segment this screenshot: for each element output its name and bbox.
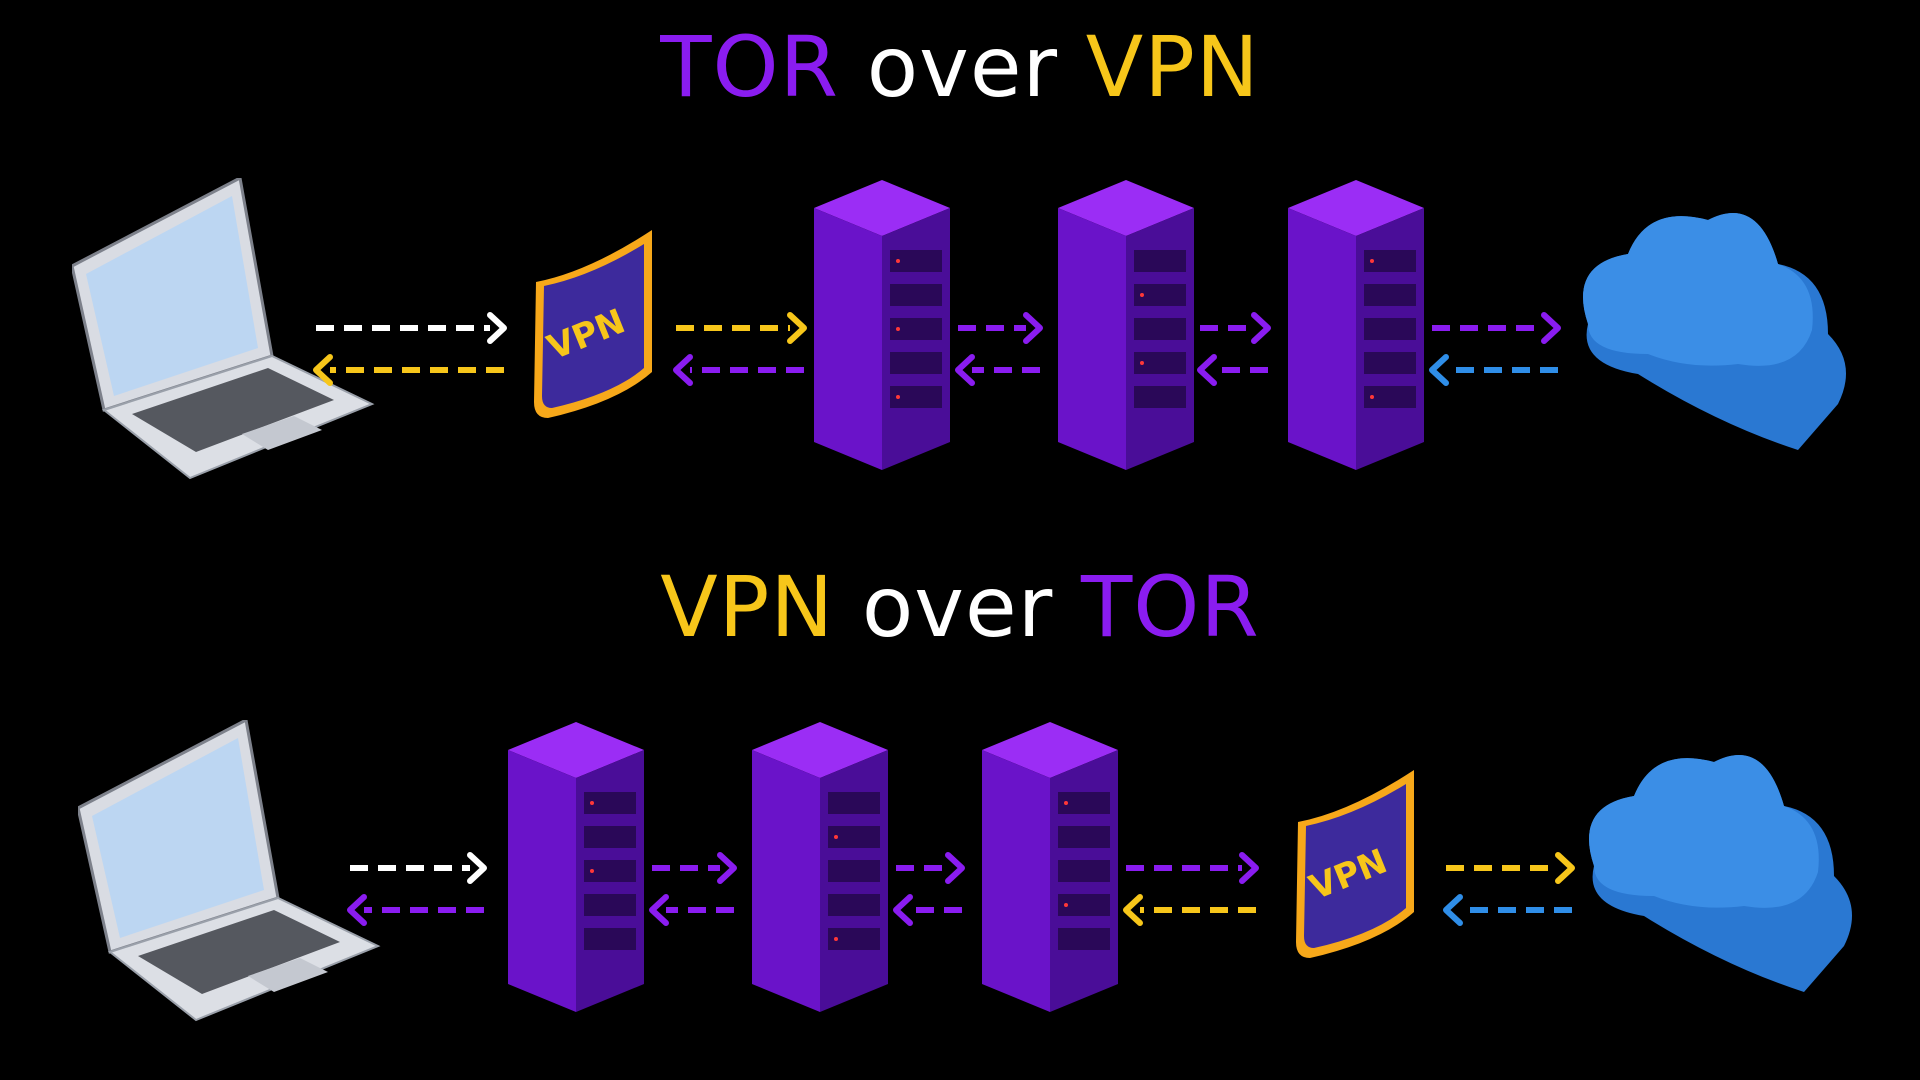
forward-arrow <box>1446 852 1575 884</box>
server-rack-icon <box>508 722 644 1012</box>
title-word-over: over <box>839 18 1086 116</box>
backward-arrow <box>1443 894 1572 926</box>
title-word-vpn: VPN <box>1085 18 1260 116</box>
forward-arrow <box>958 312 1043 344</box>
title-word-over: over <box>834 558 1081 656</box>
laptop-icon <box>72 178 375 480</box>
forward-arrow <box>896 852 965 884</box>
forward-arrow <box>676 312 807 344</box>
tor-over-vpn-title: TOR over VPN <box>0 18 1920 116</box>
backward-arrow <box>1123 894 1256 926</box>
title-word-tor: TOR <box>1080 558 1260 656</box>
server-rack-icon <box>1058 180 1194 470</box>
backward-arrow <box>313 354 504 386</box>
laptop-icon <box>78 720 381 1022</box>
backward-arrow <box>1197 354 1268 386</box>
forward-arrow <box>350 852 487 884</box>
vpn-shield-icon: VPN <box>1296 770 1414 958</box>
backward-arrow <box>955 354 1040 386</box>
forward-arrow <box>1200 312 1271 344</box>
cloud-icon <box>1589 754 1852 992</box>
forward-arrow <box>1126 852 1259 884</box>
forward-arrow <box>652 852 737 884</box>
backward-arrow <box>347 894 484 926</box>
backward-arrow <box>893 894 962 926</box>
backward-arrow <box>673 354 804 386</box>
server-rack-icon <box>982 722 1118 1012</box>
forward-arrow <box>1432 312 1561 344</box>
title-word-vpn: VPN <box>660 558 835 656</box>
server-rack-icon <box>752 722 888 1012</box>
title-word-tor: TOR <box>660 18 840 116</box>
server-rack-icon <box>814 180 950 470</box>
vpn-shield-icon: VPN <box>534 230 652 418</box>
server-rack-icon <box>1288 180 1424 470</box>
backward-arrow <box>1429 354 1558 386</box>
forward-arrow <box>316 312 507 344</box>
cloud-icon <box>1583 212 1846 450</box>
backward-arrow <box>649 894 734 926</box>
vpn-over-tor-title: VPN over TOR <box>0 558 1920 656</box>
